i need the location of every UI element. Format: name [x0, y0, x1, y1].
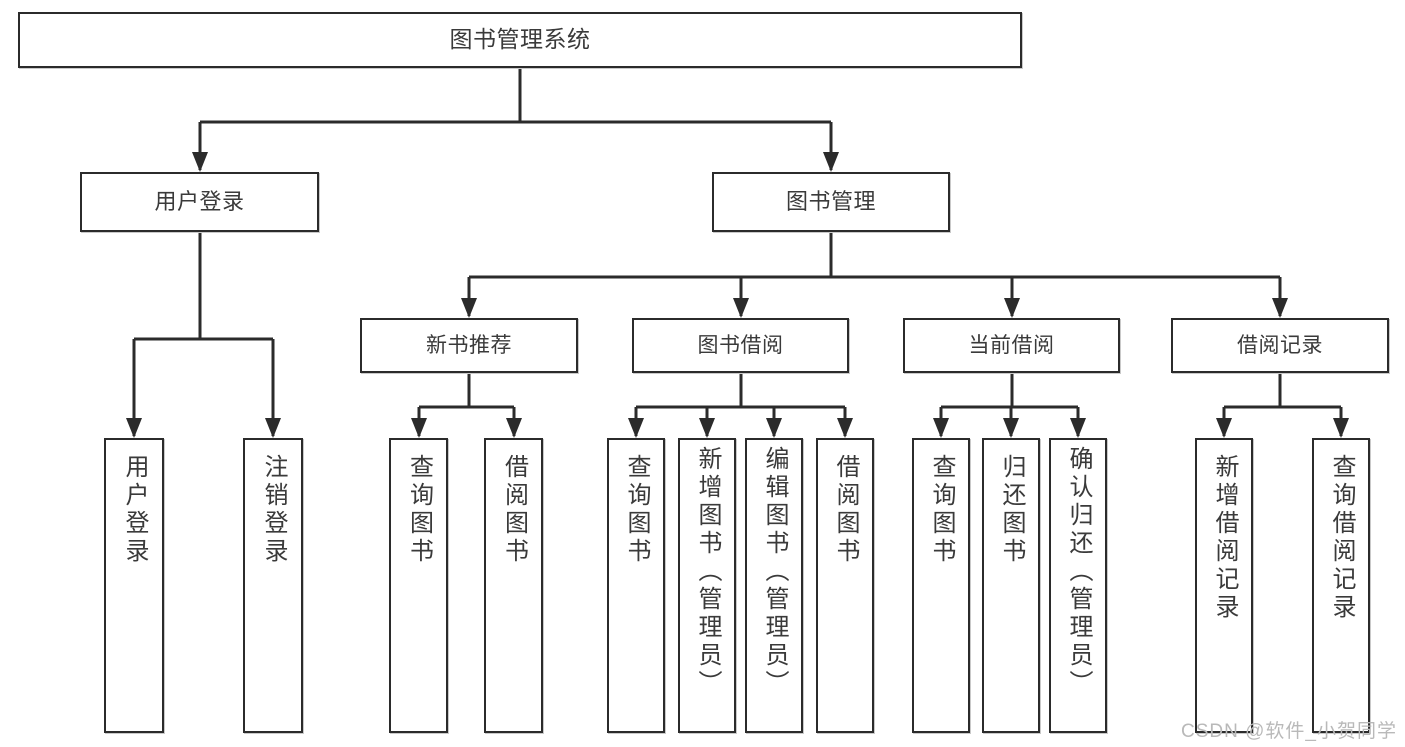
node-bookmgmt[interactable]: 图书管理 [712, 172, 950, 232]
node-label: 用户登录 [121, 454, 148, 566]
node-current[interactable]: 当前借阅 [903, 318, 1120, 373]
node-label: 图书管理 [785, 188, 876, 214]
node-newrec[interactable]: 新书推荐 [360, 318, 578, 373]
node-label: 借阅图书 [832, 454, 859, 566]
node-label: 注销登录 [260, 454, 287, 566]
node-label: 当前借阅 [968, 333, 1055, 357]
node-borrow[interactable]: 图书借阅 [632, 318, 849, 373]
node-label: 确认归还（管理员） [1065, 446, 1092, 698]
node-l10[interactable]: 归还图书 [982, 438, 1040, 733]
node-l11[interactable]: 确认归还（管理员） [1049, 438, 1107, 733]
node-label: 归还图书 [998, 454, 1025, 566]
node-label: 新增借阅记录 [1211, 454, 1238, 622]
node-label: 查询图书 [405, 454, 433, 566]
node-l6[interactable]: 新增图书（管理员） [678, 438, 736, 733]
node-label: 图书管理系统 [449, 26, 591, 53]
node-l4[interactable]: 借阅图书 [484, 438, 543, 733]
node-l13[interactable]: 查询借阅记录 [1312, 438, 1370, 733]
node-l12[interactable]: 新增借阅记录 [1195, 438, 1253, 733]
node-login[interactable]: 用户登录 [80, 172, 319, 232]
node-label: 查询图书 [623, 454, 650, 566]
node-l5[interactable]: 查询图书 [607, 438, 665, 733]
node-l1[interactable]: 用户登录 [104, 438, 164, 733]
node-l9[interactable]: 查询图书 [912, 438, 970, 733]
node-label: 借阅记录 [1237, 333, 1323, 357]
node-l8[interactable]: 借阅图书 [816, 438, 874, 733]
node-label: 查询图书 [928, 454, 955, 566]
node-l3[interactable]: 查询图书 [389, 438, 448, 733]
node-label: 新书推荐 [426, 333, 512, 357]
node-l2[interactable]: 注销登录 [243, 438, 303, 733]
node-label: 编辑图书（管理员） [761, 446, 788, 698]
node-label: 图书借阅 [697, 333, 784, 357]
node-root[interactable]: 图书管理系统 [18, 12, 1022, 68]
node-label: 用户登录 [154, 188, 245, 214]
node-label: 新增图书（管理员） [694, 446, 721, 698]
node-records[interactable]: 借阅记录 [1171, 318, 1389, 373]
node-l7[interactable]: 编辑图书（管理员） [745, 438, 803, 733]
node-label: 查询借阅记录 [1328, 454, 1355, 622]
node-label: 借阅图书 [500, 454, 528, 566]
